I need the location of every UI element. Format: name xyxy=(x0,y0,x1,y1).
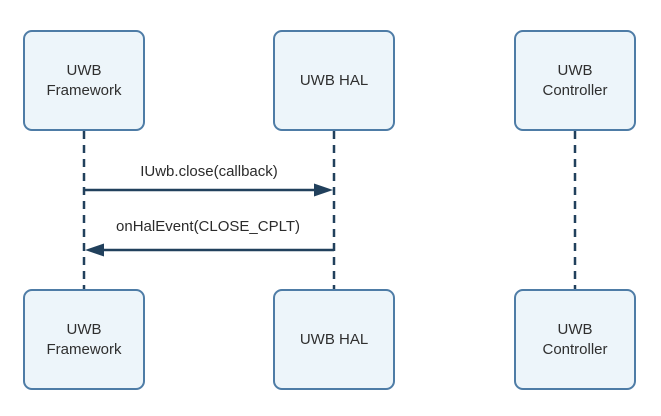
message-2-label: onHalEvent(CLOSE_CPLT) xyxy=(113,218,303,235)
message-2-arrowhead xyxy=(85,243,104,257)
message-1-arrowhead xyxy=(314,183,333,197)
actor-uwb-framework-bottom: UWB Framework xyxy=(23,289,145,390)
actor-uwb-controller-bottom: UWB Controller xyxy=(514,289,636,390)
message-1-label: IUwb.close(callback) xyxy=(137,163,281,180)
actor-uwb-controller-top: UWB Controller xyxy=(514,30,636,131)
actor-uwb-hal-top: UWB HAL xyxy=(273,30,395,131)
actor-uwb-framework-top: UWB Framework xyxy=(23,30,145,131)
actor-uwb-hal-bottom: UWB HAL xyxy=(273,289,395,390)
